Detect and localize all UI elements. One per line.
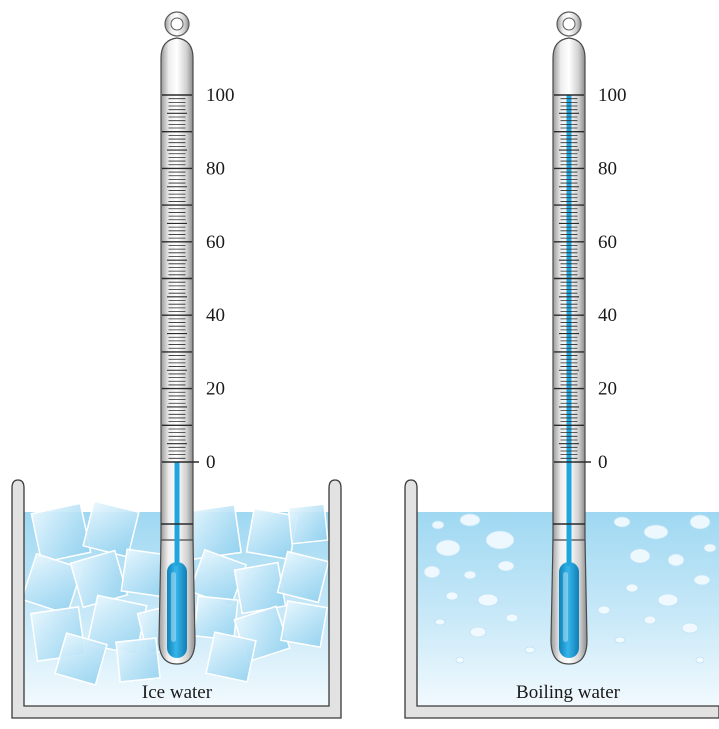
- scale-label-100: 100: [206, 85, 235, 106]
- ice-water-caption: Ice water: [142, 682, 213, 703]
- liquid-column: [174, 462, 180, 566]
- boiling-water-caption: Boiling water: [516, 682, 621, 703]
- ice-cube: [279, 599, 329, 649]
- bubble: [434, 618, 446, 626]
- bubble: [459, 513, 481, 527]
- bubble: [485, 530, 515, 550]
- scale-label-100: 100: [598, 85, 627, 106]
- scale-label-80: 80: [206, 158, 225, 179]
- bubbles: [423, 513, 717, 664]
- bubble: [431, 520, 445, 530]
- liquid-column: [566, 95, 572, 566]
- ice-beaker-outline: [11, 479, 342, 719]
- scale-label-0: 0: [598, 452, 608, 473]
- ice-thermometer: 100 80 60 40 20 0: [158, 11, 235, 665]
- ice-cube: [54, 632, 108, 686]
- ice-cube: [30, 502, 92, 564]
- ice-cube: [82, 500, 140, 558]
- bubble: [657, 593, 679, 607]
- bubble: [524, 646, 536, 654]
- ice-cube: [233, 561, 287, 615]
- bulb-liquid: [167, 562, 187, 658]
- ice-cube: [115, 637, 161, 683]
- bubble: [477, 593, 499, 607]
- scale-label-20: 20: [598, 379, 617, 400]
- ice-cube: [186, 504, 242, 560]
- bubble: [681, 622, 699, 634]
- bubble: [505, 613, 519, 623]
- scale-label-60: 60: [598, 232, 617, 253]
- bubble: [463, 570, 477, 580]
- ring-hole: [562, 17, 576, 31]
- boiling-thermometer: 100 80 60 40 20 0: [550, 11, 627, 665]
- ice-cubes: [20, 500, 330, 686]
- bubble: [597, 605, 611, 615]
- scale-label-20: 20: [206, 379, 225, 400]
- bubble: [689, 514, 711, 530]
- scale-label-40: 40: [598, 305, 617, 326]
- scale-ticks: [162, 94, 199, 463]
- bubble: [667, 553, 685, 567]
- bubble: [643, 615, 657, 625]
- ring-hole: [170, 17, 184, 31]
- bubble: [423, 565, 441, 579]
- ice-cube: [205, 631, 257, 683]
- bubble: [695, 656, 705, 664]
- scale-label-60: 60: [206, 232, 225, 253]
- scale-label-0: 0: [206, 452, 216, 473]
- bubble: [629, 548, 651, 564]
- bubble: [455, 656, 465, 664]
- boiling-beaker-outline: [404, 479, 719, 719]
- bubble: [435, 539, 461, 557]
- scale-ticks: [554, 94, 591, 463]
- scale-label-40: 40: [206, 305, 225, 326]
- boiling-water-setup: 100 80 60 40 20 0 Boiling water: [404, 11, 719, 719]
- ice-water-setup: 100 80 60 40 20 0 Ice water: [11, 11, 342, 719]
- bubble: [613, 516, 631, 528]
- bubble: [643, 524, 669, 540]
- bulb-highlight: [171, 572, 176, 642]
- scale-label-80: 80: [598, 158, 617, 179]
- bubble: [614, 636, 626, 644]
- bubble: [445, 591, 459, 601]
- ice-cube: [287, 503, 329, 545]
- bubble: [469, 626, 487, 638]
- bulb-highlight: [563, 572, 568, 642]
- ice-cube: [276, 550, 330, 604]
- bubble: [625, 583, 639, 593]
- bubble: [703, 543, 717, 553]
- bubble: [693, 574, 711, 586]
- bubble: [497, 560, 515, 572]
- ice-cube: [20, 552, 84, 616]
- bulb-liquid: [559, 562, 579, 658]
- thermometer-stem: [160, 37, 194, 553]
